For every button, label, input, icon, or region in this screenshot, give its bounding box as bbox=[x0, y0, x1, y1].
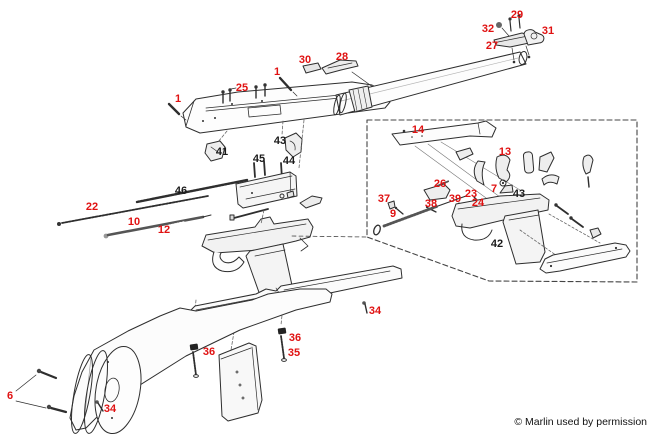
hammer-13 bbox=[496, 155, 510, 182]
small-upper-parts bbox=[456, 148, 593, 187]
trigger-guard-detail-42 bbox=[452, 185, 601, 264]
stock-screws-34 bbox=[95, 301, 367, 411]
rear-sight-group bbox=[494, 14, 544, 64]
magazine-tube-22 bbox=[57, 196, 208, 226]
magazine bbox=[219, 343, 262, 421]
hammer-43-main bbox=[285, 133, 302, 157]
takedown-pins-1 bbox=[169, 78, 297, 120]
buttplate-group bbox=[16, 343, 147, 435]
action-spring-rod-46 bbox=[137, 180, 247, 202]
detail-box bbox=[367, 120, 637, 282]
side-cover-plate bbox=[540, 243, 630, 273]
trigger-part bbox=[474, 161, 485, 185]
cartridge-lifter-plate-14 bbox=[392, 121, 520, 206]
ejector-41 bbox=[205, 141, 225, 161]
trigger-guard-assembly bbox=[202, 217, 313, 298]
barrel bbox=[332, 51, 528, 116]
cover-screws-25 bbox=[221, 83, 267, 103]
inner-magazine-tube-10-12 bbox=[103, 215, 211, 239]
takedown-screws-35-36 bbox=[189, 327, 287, 377]
copyright-notice: © Marlin used by permission bbox=[514, 416, 647, 428]
recoil-spring-assembly bbox=[372, 196, 466, 236]
bolt-assembly bbox=[230, 172, 322, 220]
